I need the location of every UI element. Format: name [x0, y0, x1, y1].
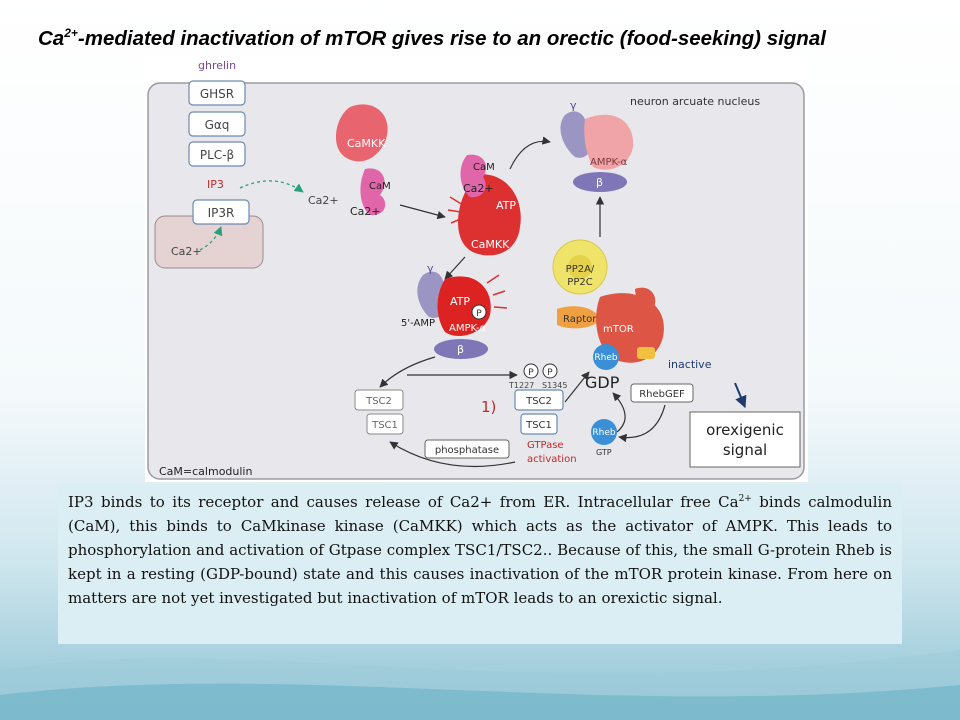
tsc1-left-box [366, 413, 404, 435]
phosphatase-box [424, 439, 510, 459]
ampk-top-beta [573, 172, 627, 192]
tsc1-mid-box [520, 413, 558, 435]
ampk-sparks [486, 274, 508, 309]
legend-label: CaM=calmodulin [159, 465, 252, 478]
tsc1-left-label: TSC1 [371, 420, 398, 431]
tsc2-left-box [354, 389, 404, 411]
ip3-label: IP3 [207, 178, 224, 191]
gaq-box [188, 111, 246, 137]
p2-label: P [547, 368, 553, 378]
atp-mid-label: ATP [496, 199, 516, 212]
p1-label: P [528, 368, 534, 378]
rhebgef-arrow [618, 404, 666, 443]
er-ca-label: Ca2+ [171, 245, 202, 258]
ampk-to-tsc-arrow [379, 356, 436, 388]
cam-to-camkk-arrow [399, 204, 446, 220]
mtor-shape [596, 293, 664, 363]
tsc-to-rheb-arrow [564, 371, 590, 403]
pp2a-label: PP2A/ [566, 264, 595, 275]
ampk-left-alpha [437, 276, 491, 336]
phosphatase-cycle-arrow [389, 441, 516, 468]
plcb-label: PLC-β [200, 148, 234, 162]
activation-label: activation [527, 454, 577, 465]
ip3r-box [192, 199, 250, 225]
ghrelin-label: ghrelin [198, 59, 236, 72]
gaq-label: Gαq [205, 118, 230, 132]
t1227-label: T1227 [508, 381, 534, 390]
tsc2-mid-label: TSC2 [525, 396, 552, 407]
tsc2-left-label: TSC2 [365, 396, 392, 407]
signal-label: signal [723, 441, 767, 459]
gamma-left-label: γ [427, 262, 434, 275]
rhebgef-box [630, 383, 694, 403]
compartment-label: neuron arcuate nucleus [630, 95, 760, 108]
gtp-hydrolysis-arrow [612, 392, 626, 433]
rheb-bottom-label: Rheb [592, 428, 615, 438]
step-label: 1) [481, 398, 496, 416]
plcb-box [188, 141, 246, 167]
camkk-left-label: CaMKK [347, 137, 386, 150]
orexigenic-label: orexigenic [706, 421, 784, 439]
phosphatase-label: phosphatase [435, 445, 499, 456]
s1345-label: S1345 [542, 381, 567, 390]
cam-mid-label: CaM [473, 162, 495, 173]
gamma-top-label: γ [570, 99, 577, 112]
gdp-label: GDP [585, 373, 620, 392]
cyto-ca-label: Ca2+ [308, 194, 339, 207]
rhebgef-label: RhebGEF [639, 389, 685, 400]
amp-label: 5'-AMP [401, 318, 435, 329]
raptor-shape [557, 306, 600, 329]
caption-text: IP3 binds to its receptor and causes rel… [58, 484, 902, 644]
ca-left-label: Ca2+ [350, 205, 381, 218]
camkk-to-ampk-left-arrow [444, 256, 466, 280]
mtor-label: mTOR [603, 324, 634, 335]
ip3r-label: IP3R [208, 206, 235, 220]
activation-sparks [447, 196, 464, 224]
ghsr-box [188, 80, 246, 106]
camkk-mid-label: CaMKK [471, 238, 510, 251]
rheb-bottom-shape [591, 419, 617, 445]
gtp-label: GTP [596, 448, 612, 457]
cam-left-label: CaM [369, 181, 391, 192]
orexigenic-box [689, 411, 801, 468]
background-wave [0, 650, 960, 720]
camkk-left-shape [335, 104, 388, 162]
beta-left-label: β [457, 343, 464, 356]
p-left-circle [471, 304, 487, 320]
tsc1-mid-label: TSC1 [525, 420, 552, 431]
p-left-label: P [476, 309, 482, 319]
er-release-arrow [199, 226, 223, 251]
ampk-top-gamma [560, 111, 592, 158]
ampka-left-label: AMPK-α [449, 323, 487, 334]
raptor-label: Raptor [563, 314, 597, 325]
ampk-top-alpha [584, 114, 634, 170]
beta-top-label: β [596, 176, 603, 189]
mtor-to-signal-arrow [734, 382, 747, 409]
tsc2-mid-box [514, 389, 564, 411]
ampk-left-beta [434, 339, 488, 359]
gtpase-label: GTPase [527, 440, 564, 451]
ip3-to-ca-arrow [239, 180, 304, 193]
p2-circle [542, 363, 558, 379]
ca-mid-label: Ca2+ [463, 182, 494, 195]
signaling-diagram: neuron arcuate nucleus ghrelin GHSR Gαq … [145, 57, 808, 482]
ampka-top-label: AMPK-α [590, 157, 628, 168]
pp2c-label: PP2C [567, 277, 592, 288]
cam-left-shape [360, 168, 386, 216]
camkk-to-ampk-top-arrow [509, 136, 551, 170]
ghsr-label: GHSR [200, 87, 234, 101]
rheb-top-label: Rheb [594, 353, 617, 363]
p1-circle [523, 363, 539, 379]
atp-left-label: ATP [450, 295, 470, 308]
rheb-top-shape [593, 344, 619, 370]
slide-title: Ca2+-mediated inactivation of mTOR gives… [38, 26, 826, 50]
mtor-yellow-domain [637, 347, 655, 359]
cam-mid-shape [460, 154, 487, 198]
inactive-label: inactive [668, 358, 712, 371]
